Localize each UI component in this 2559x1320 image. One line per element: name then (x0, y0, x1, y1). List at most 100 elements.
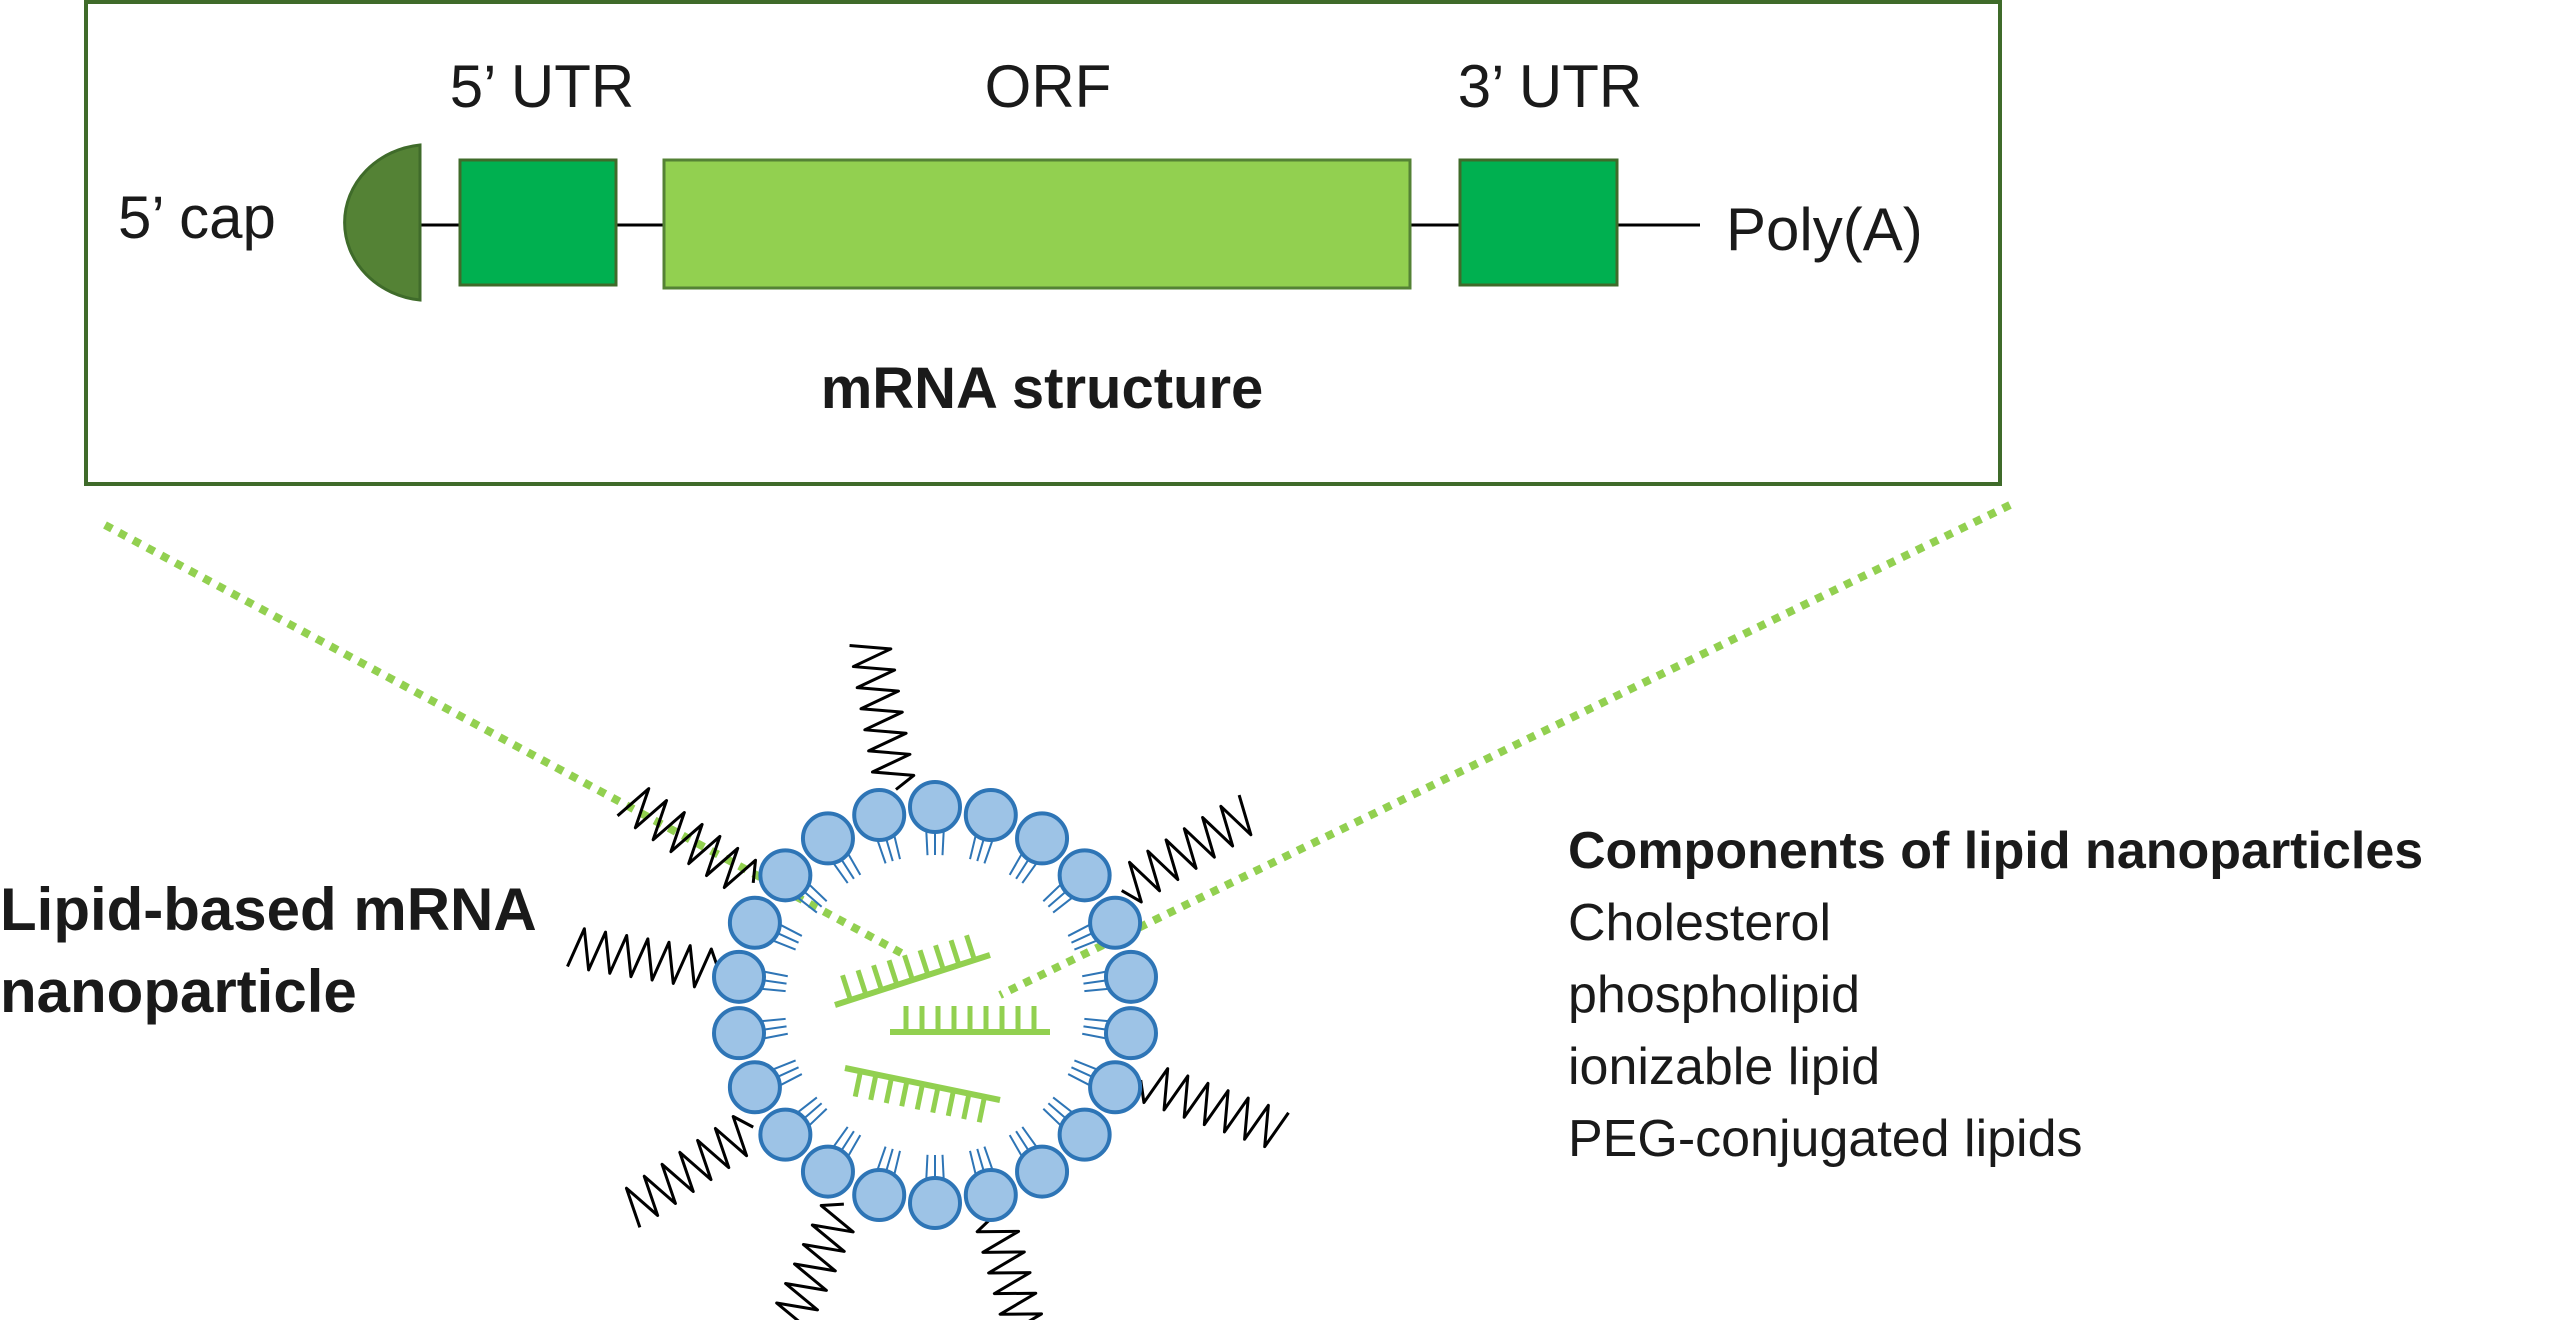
lipid-tail (761, 1025, 787, 1031)
lipid-tail (1067, 923, 1091, 937)
lipid-head (1057, 1107, 1112, 1162)
lipid-head (712, 949, 767, 1004)
lipid-tail (807, 883, 828, 902)
lipid-tail (1052, 1096, 1074, 1114)
lipid-tail (1042, 1108, 1063, 1127)
component-item: phospholipid (1568, 966, 1860, 1024)
lipid-tail (925, 830, 929, 856)
lipid-head (1088, 1060, 1143, 1115)
encapsulated-mrna-strands (834, 934, 1050, 1123)
components-heading: Components of lipid nanoparticles (1568, 822, 2423, 880)
lipid-tail (884, 836, 894, 862)
lipid-tail (893, 834, 901, 860)
peg-chain (775, 1202, 855, 1320)
lipid-tail (779, 1073, 803, 1087)
lipid-tail (1067, 1073, 1091, 1087)
lipid-tail (802, 1102, 823, 1121)
orf-label: ORF (985, 53, 1112, 120)
lipid-tail (1082, 1032, 1107, 1040)
components-list: Components of lipid nanoparticles Choles… (1568, 822, 2423, 1168)
lipid-head (712, 1006, 767, 1061)
lipid-tail (876, 1146, 887, 1171)
peg-chain (1139, 1067, 1290, 1149)
lipid-tail (1084, 1017, 1110, 1023)
mrna-strand (844, 1065, 1001, 1123)
lipid-tail (941, 830, 945, 856)
lipid-tail (760, 987, 786, 993)
lipid-head (1103, 1006, 1158, 1061)
lipid-head (1103, 949, 1158, 1004)
lipid-tail (1084, 987, 1110, 993)
lipid-tail (1074, 939, 1098, 951)
lipid-head (800, 811, 855, 866)
lipid-tail (983, 1146, 994, 1171)
lipid-tail (976, 836, 986, 862)
lipid-head (1015, 1144, 1070, 1199)
five-prime-cap-shape (343, 143, 422, 302)
lipid-tail (969, 1150, 977, 1176)
lipid-tail (839, 857, 855, 880)
lipid-tail (1074, 1059, 1098, 1071)
three-prime-utr-box (1458, 158, 1619, 287)
lipid-tail (876, 839, 887, 864)
lipid-tail (941, 1154, 945, 1180)
lipid-tail (893, 1150, 901, 1176)
lipid-tail (846, 1134, 862, 1158)
lipid-tail (1008, 852, 1024, 876)
lipid-heads (712, 780, 1158, 1230)
lipid-tails (760, 830, 1110, 1180)
lipid-head (758, 848, 813, 903)
lipid-head (963, 1167, 1018, 1222)
lipid-head (908, 780, 962, 834)
five-prime-utr-box (458, 158, 618, 287)
mrna-strand (890, 1006, 1050, 1035)
lipid-tail (761, 979, 787, 985)
lipid-tail (796, 1096, 818, 1114)
lipid-head (908, 1176, 962, 1230)
peg-chain (1120, 794, 1253, 904)
lipid-nanoparticle (566, 643, 1290, 1320)
lipid-tail (1047, 1102, 1068, 1121)
lipid-tail (772, 939, 796, 951)
lipid-head (727, 1060, 782, 1115)
component-item: ionizable lipid (1568, 1038, 1880, 1096)
lipid-tail (925, 1154, 929, 1180)
lipid-tail (832, 862, 849, 884)
lipid-tail (1021, 1126, 1038, 1148)
component-item: Cholesterol (1568, 894, 1831, 952)
lipid-head (963, 788, 1018, 843)
lipid-head (758, 1107, 813, 1162)
lipid-head (727, 895, 782, 950)
peg-chain (616, 787, 757, 890)
lipid-tail (763, 970, 788, 978)
lipid-head (1088, 895, 1143, 950)
lipid-tail (1021, 862, 1038, 884)
lipid-tail (807, 1108, 828, 1127)
lipid-tail (832, 1126, 849, 1148)
nanoparticle-title-line1: Lipid-based mRNA (0, 876, 537, 943)
lipid-tail (775, 1066, 799, 1079)
lipid-head (852, 788, 907, 843)
peg-chains (566, 643, 1290, 1320)
lipid-tail (1071, 1066, 1095, 1079)
lipid-tail (884, 1148, 894, 1174)
lipid-head (800, 1144, 855, 1199)
lipid-tail (839, 1130, 855, 1153)
lipid-tail (1083, 1025, 1109, 1031)
peg-chain (975, 1214, 1044, 1320)
lipid-head (1015, 811, 1070, 866)
poly-a-label: Poly(A) (1726, 196, 1923, 263)
five-prime-cap-label: 5’ cap (118, 184, 276, 251)
mrna-structure-panel: 5’ cap 5’ UTR ORF 3’ UTR Poly(A) mRNA st… (84, 0, 2002, 486)
lipid-tail (983, 839, 994, 864)
lipid-tail (1015, 1130, 1031, 1153)
lipid-tail (1047, 889, 1068, 908)
mrna-strand (834, 934, 991, 1008)
lipid-tail (1052, 896, 1074, 914)
lipid-tail (802, 889, 823, 908)
lipid-tail (775, 931, 799, 944)
peg-chain (566, 927, 721, 989)
nanoparticle-title-line2: nanoparticle (0, 958, 357, 1025)
orf-box (662, 158, 1412, 290)
lipid-tail (760, 1017, 786, 1023)
